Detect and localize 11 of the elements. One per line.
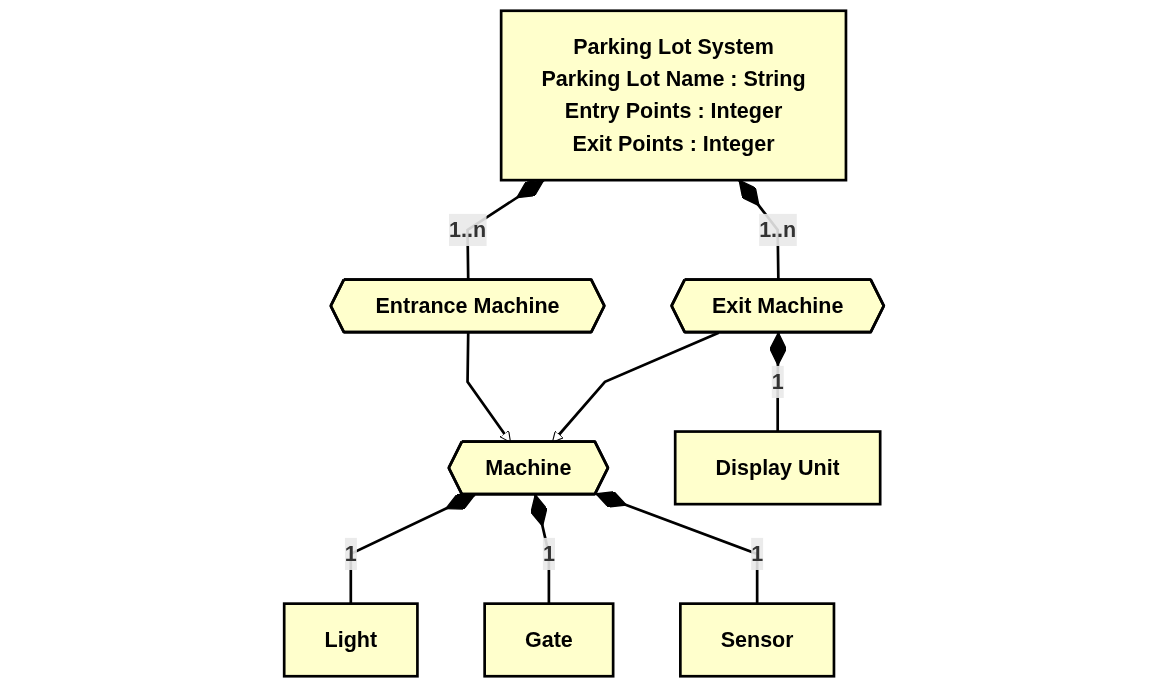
edge-label: 1..n — [449, 217, 487, 241]
edge-label: 1 — [771, 369, 784, 393]
node-box: Display Unit — [673, 430, 882, 506]
edge-label: 1 — [344, 541, 357, 565]
edge-label: 1..n — [759, 217, 797, 241]
edge-label: 1 — [751, 541, 764, 565]
edge-label: 1 — [542, 541, 555, 565]
node-box: Gate — [483, 602, 615, 678]
node-box: Parking Lot System Parking Lot Name : String Entry Points : Integer Exit Points : Integer — [499, 9, 848, 182]
node-box: Light — [282, 602, 419, 678]
node-box: Sensor — [679, 602, 836, 678]
